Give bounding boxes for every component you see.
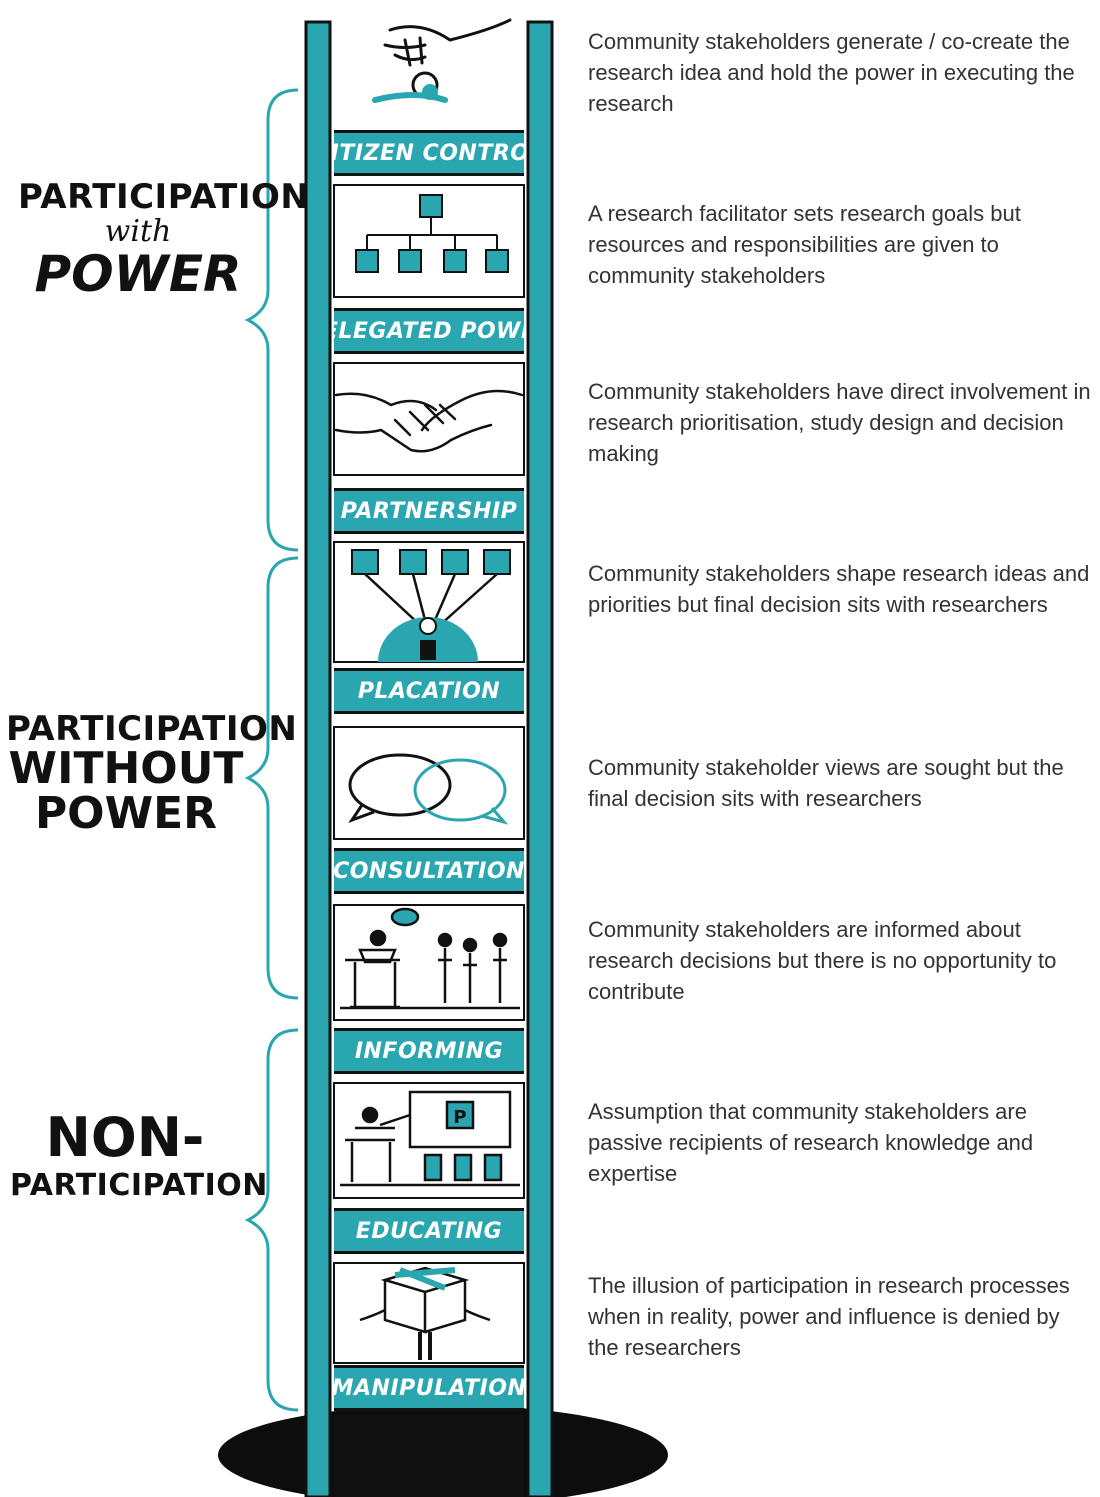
description-educating: Assumption that community stakeholders a… (588, 1099, 1034, 1186)
rung-label-manipulation: MANIPULATION (334, 1365, 524, 1411)
group-label-participation-with-power: PARTICIPATION with POWER (18, 177, 310, 304)
description-placation: Community stakeholders shape research id… (588, 561, 1090, 617)
panel-delegated-power (333, 184, 525, 298)
handshake-icon (334, 389, 524, 453)
group-label-line: POWER (34, 787, 218, 839)
panel-consultation (333, 726, 525, 840)
group-label-line: POWER (34, 245, 242, 304)
presentation-icon: P (340, 1090, 520, 1187)
group-label-line: PARTICIPATION (6, 709, 298, 749)
ladder-left-rail (304, 20, 332, 1497)
person-with-feedback-icon (351, 549, 511, 662)
rung-label-citizen-control: CITIZEN CONTROL (334, 130, 524, 176)
rung-label-consultation: CONSULTATION (334, 848, 524, 894)
ladder-right-rail (526, 20, 554, 1497)
group-label-non-participation: NON- PARTICIPATION (10, 1106, 268, 1204)
description-consultation: Community stakeholder views are sought b… (588, 755, 1064, 811)
group-label-line: PARTICIPATION (18, 177, 310, 217)
description-manipulation: The illusion of participation in researc… (588, 1273, 1070, 1360)
group-label-line: NON- (45, 1106, 205, 1169)
panel-citizen-control (372, 18, 512, 103)
description-citizen-control: Community stakeholders generate / co-cre… (588, 29, 1075, 116)
panel-placation (333, 541, 525, 663)
brace-participation-with-power (244, 88, 299, 552)
rung-label-delegated-power: DELEGATED POWER (334, 308, 524, 354)
org-chart-icon (355, 194, 509, 273)
rung-label-informing: INFORMING (334, 1028, 524, 1074)
group-label-line: WITHOUT (8, 742, 244, 794)
rung-label-partnership: PARTNERSHIP (334, 488, 524, 534)
speaker-at-podium-icon (340, 907, 520, 1010)
speech-bubbles-icon (348, 753, 509, 825)
panel-partnership (333, 362, 525, 476)
ladder-base (334, 1415, 524, 1497)
description-delegated-power: A research facilitator sets research goa… (588, 201, 1021, 288)
svg-text:P: P (453, 1107, 466, 1128)
person-holding-box-icon (359, 1266, 491, 1360)
rung-label-placation: PLACATION (334, 668, 524, 714)
hand-holding-person-icon (372, 18, 512, 103)
group-label-line: with (104, 213, 172, 249)
description-informing: Community stakeholders are informed abou… (588, 917, 1057, 1004)
panel-manipulation (333, 1262, 525, 1364)
description-partnership: Community stakeholders have direct invol… (588, 379, 1091, 466)
brace-non-participation (244, 1028, 299, 1412)
panel-educating: P (333, 1082, 525, 1199)
rung-label-educating: EDUCATING (334, 1208, 524, 1254)
group-label-line: PARTICIPATION (10, 1168, 268, 1204)
panel-informing (333, 904, 525, 1021)
group-label-participation-without-power: PARTICIPATION WITHOUT POWER (6, 709, 298, 839)
brace-participation-without-power (244, 556, 299, 1000)
